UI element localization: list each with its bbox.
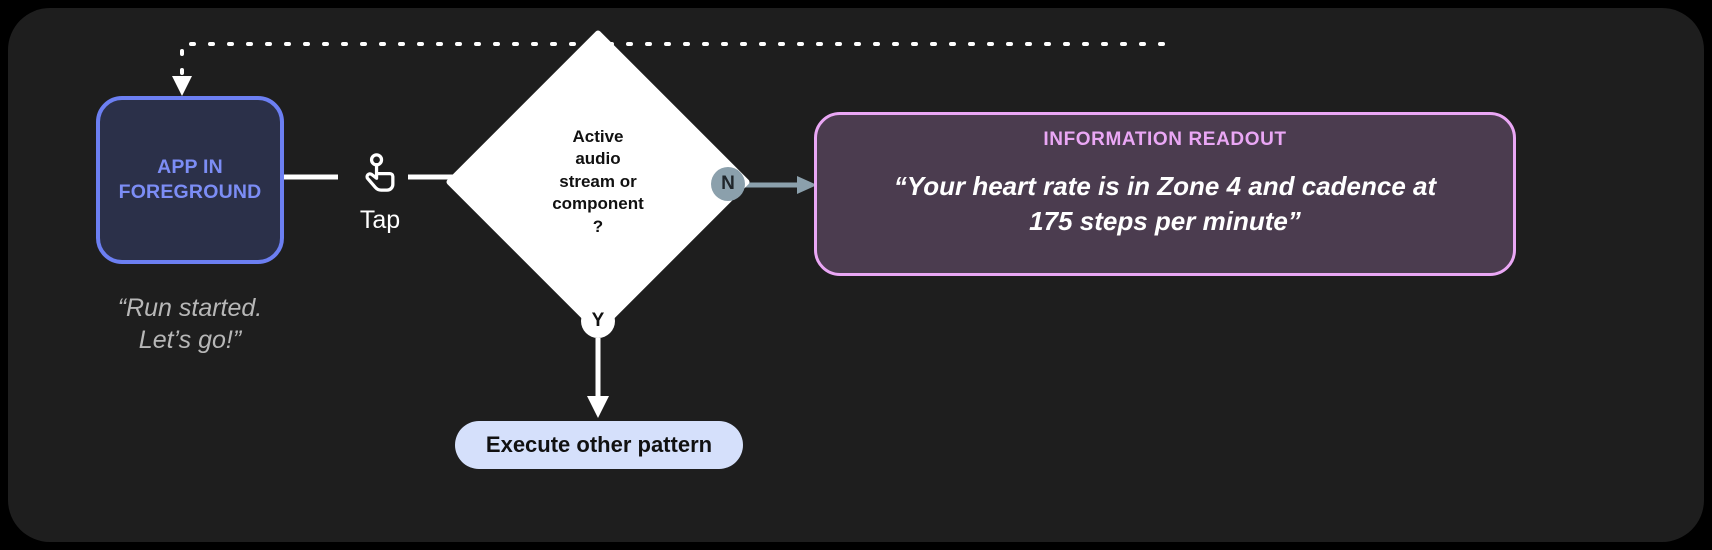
app-caption-line2: Let’s go!”	[138, 326, 242, 354]
tap-gesture-icon	[365, 153, 395, 192]
app-in-foreground-label: APP IN FOREGROUND	[118, 156, 262, 203]
decision-node-audio-stream[interactable]: Active audio stream or component ?	[445, 29, 751, 335]
diagram-canvas: APP IN FOREGROUND “Run started. Let’s go…	[8, 8, 1704, 542]
branch-badge-yes: Y	[581, 304, 615, 338]
tap-label: Tap	[359, 206, 401, 234]
feedback-dotted-connector	[172, 42, 1165, 96]
tap-gesture-group: Tap	[338, 151, 422, 235]
information-readout-node[interactable]: INFORMATION READOUT “Your heart rate is …	[814, 112, 1516, 276]
information-readout-title: INFORMATION READOUT	[1043, 129, 1287, 150]
no-to-readout-connector	[743, 176, 817, 194]
decision-label: Active audio stream or component ?	[552, 126, 644, 236]
branch-badge-no: N	[711, 167, 745, 201]
app-caption: “Run started. Let’s go!”	[68, 292, 312, 356]
app-in-foreground-node[interactable]: APP IN FOREGROUND	[96, 96, 284, 264]
information-readout-quote: “Your heart rate is in Zone 4 and cadenc…	[893, 171, 1437, 236]
app-to-tap-connector	[276, 174, 338, 180]
execute-other-pattern-node[interactable]: Execute other pattern	[455, 421, 743, 469]
app-caption-line1: “Run started.	[117, 294, 263, 322]
yes-to-execute-connector	[587, 338, 609, 418]
